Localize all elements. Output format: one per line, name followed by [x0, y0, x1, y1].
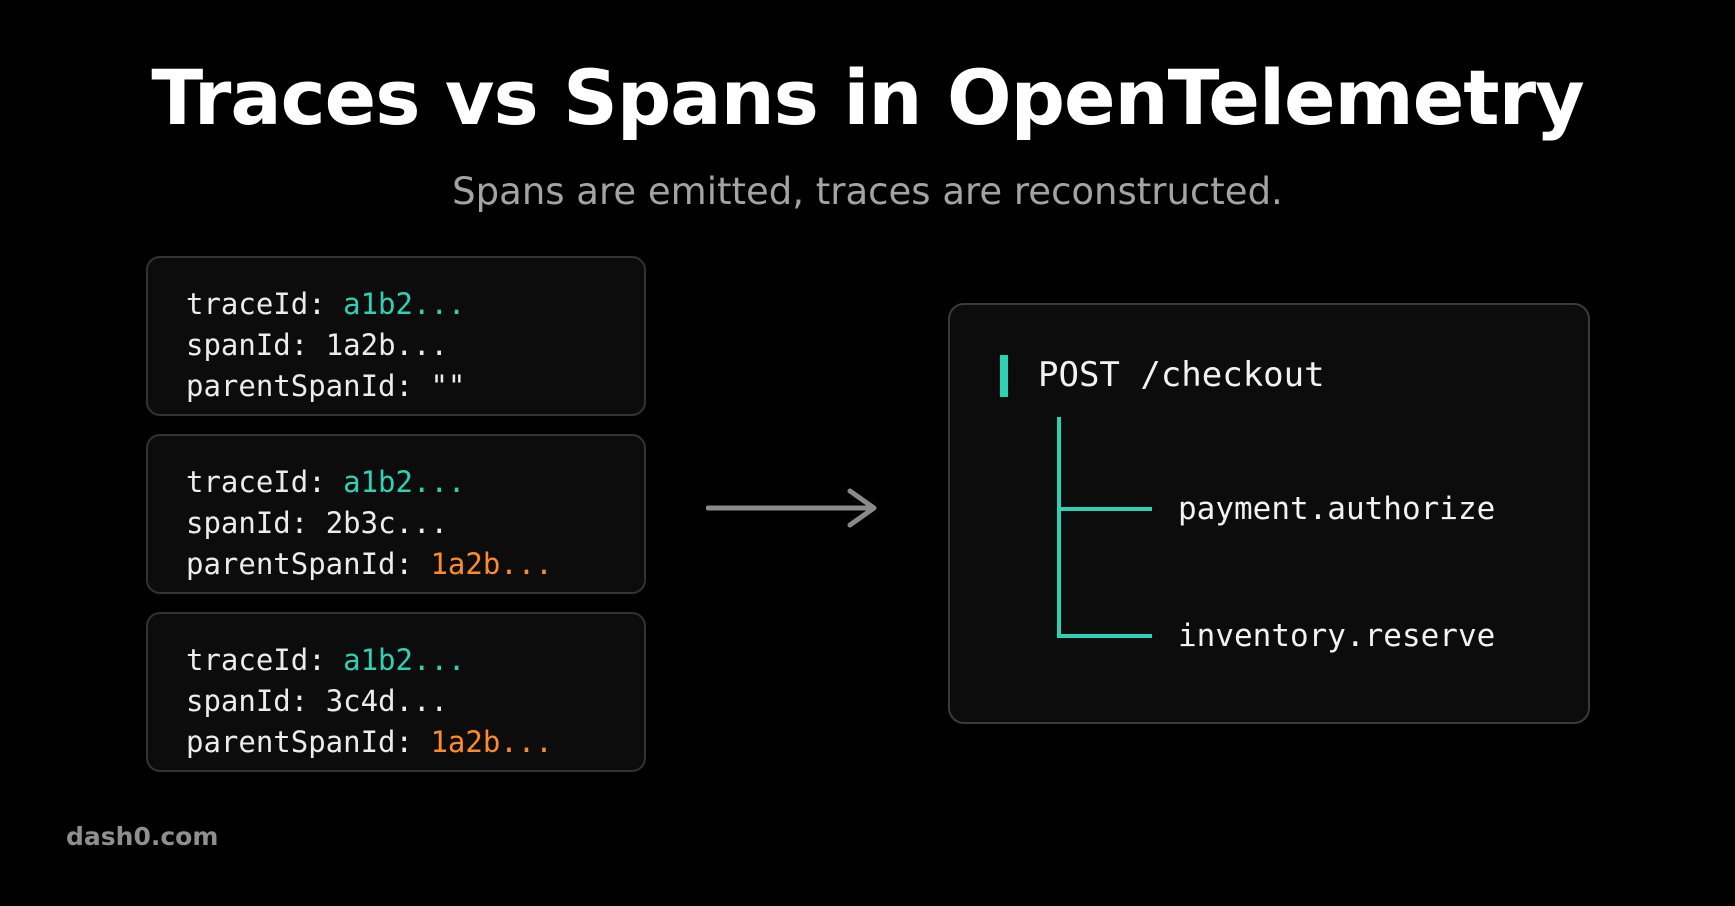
span-card-1: traceId: a1b2... spanId: 1a2b... parentS… — [146, 256, 646, 416]
child-span-label-1: payment.authorize — [1178, 491, 1496, 527]
span-id-value: 1a2b... — [325, 328, 448, 362]
trace-tree-panel: POST /checkout payment.authorize invento… — [948, 303, 1590, 724]
span-card-3: traceId: a1b2... spanId: 3c4d... parentS… — [146, 612, 646, 772]
parent-span-id-value: 1a2b... — [430, 547, 553, 581]
parent-span-id-key: parentSpanId: — [186, 725, 431, 759]
span-id-key: spanId: — [186, 506, 326, 540]
child-span-label-2: inventory.reserve — [1178, 618, 1496, 654]
trace-id-key: traceId: — [186, 287, 344, 321]
span-id-value: 2b3c... — [325, 506, 448, 540]
root-span-label: POST /checkout — [1038, 355, 1325, 395]
parent-span-id-row: parentSpanId: "" — [186, 366, 644, 407]
root-span-marker — [1000, 355, 1008, 397]
arrow-right-icon — [706, 488, 877, 528]
trace-id-value: a1b2... — [343, 465, 466, 499]
parent-span-id-value: "" — [430, 369, 466, 403]
brand-footer: dash0.com — [66, 822, 219, 851]
span-id-row: spanId: 3c4d... — [186, 681, 644, 722]
span-id-key: spanId: — [186, 684, 326, 718]
span-trace-id-row: traceId: a1b2... — [186, 462, 644, 503]
span-id-key: spanId: — [186, 328, 326, 362]
parent-span-id-row: parentSpanId: 1a2b... — [186, 544, 644, 585]
parent-span-id-row: parentSpanId: 1a2b... — [186, 722, 644, 763]
span-trace-id-row: traceId: a1b2... — [186, 284, 644, 325]
span-id-value: 3c4d... — [325, 684, 448, 718]
parent-span-id-key: parentSpanId: — [186, 369, 431, 403]
span-id-row: spanId: 2b3c... — [186, 503, 644, 544]
span-trace-id-row: traceId: a1b2... — [186, 640, 644, 681]
span-card-2: traceId: a1b2... spanId: 2b3c... parentS… — [146, 434, 646, 594]
page-subtitle: Spans are emitted, traces are reconstruc… — [452, 170, 1283, 213]
trace-id-key: traceId: — [186, 465, 344, 499]
parent-span-id-key: parentSpanId: — [186, 547, 431, 581]
parent-span-id-value: 1a2b... — [430, 725, 553, 759]
page-title: Traces vs Spans in OpenTelemetry — [151, 53, 1584, 142]
trace-id-key: traceId: — [186, 643, 344, 677]
trace-id-value: a1b2... — [343, 643, 466, 677]
trace-tree-connectors — [1057, 417, 1152, 638]
trace-id-value: a1b2... — [343, 287, 466, 321]
span-id-row: spanId: 1a2b... — [186, 325, 644, 366]
